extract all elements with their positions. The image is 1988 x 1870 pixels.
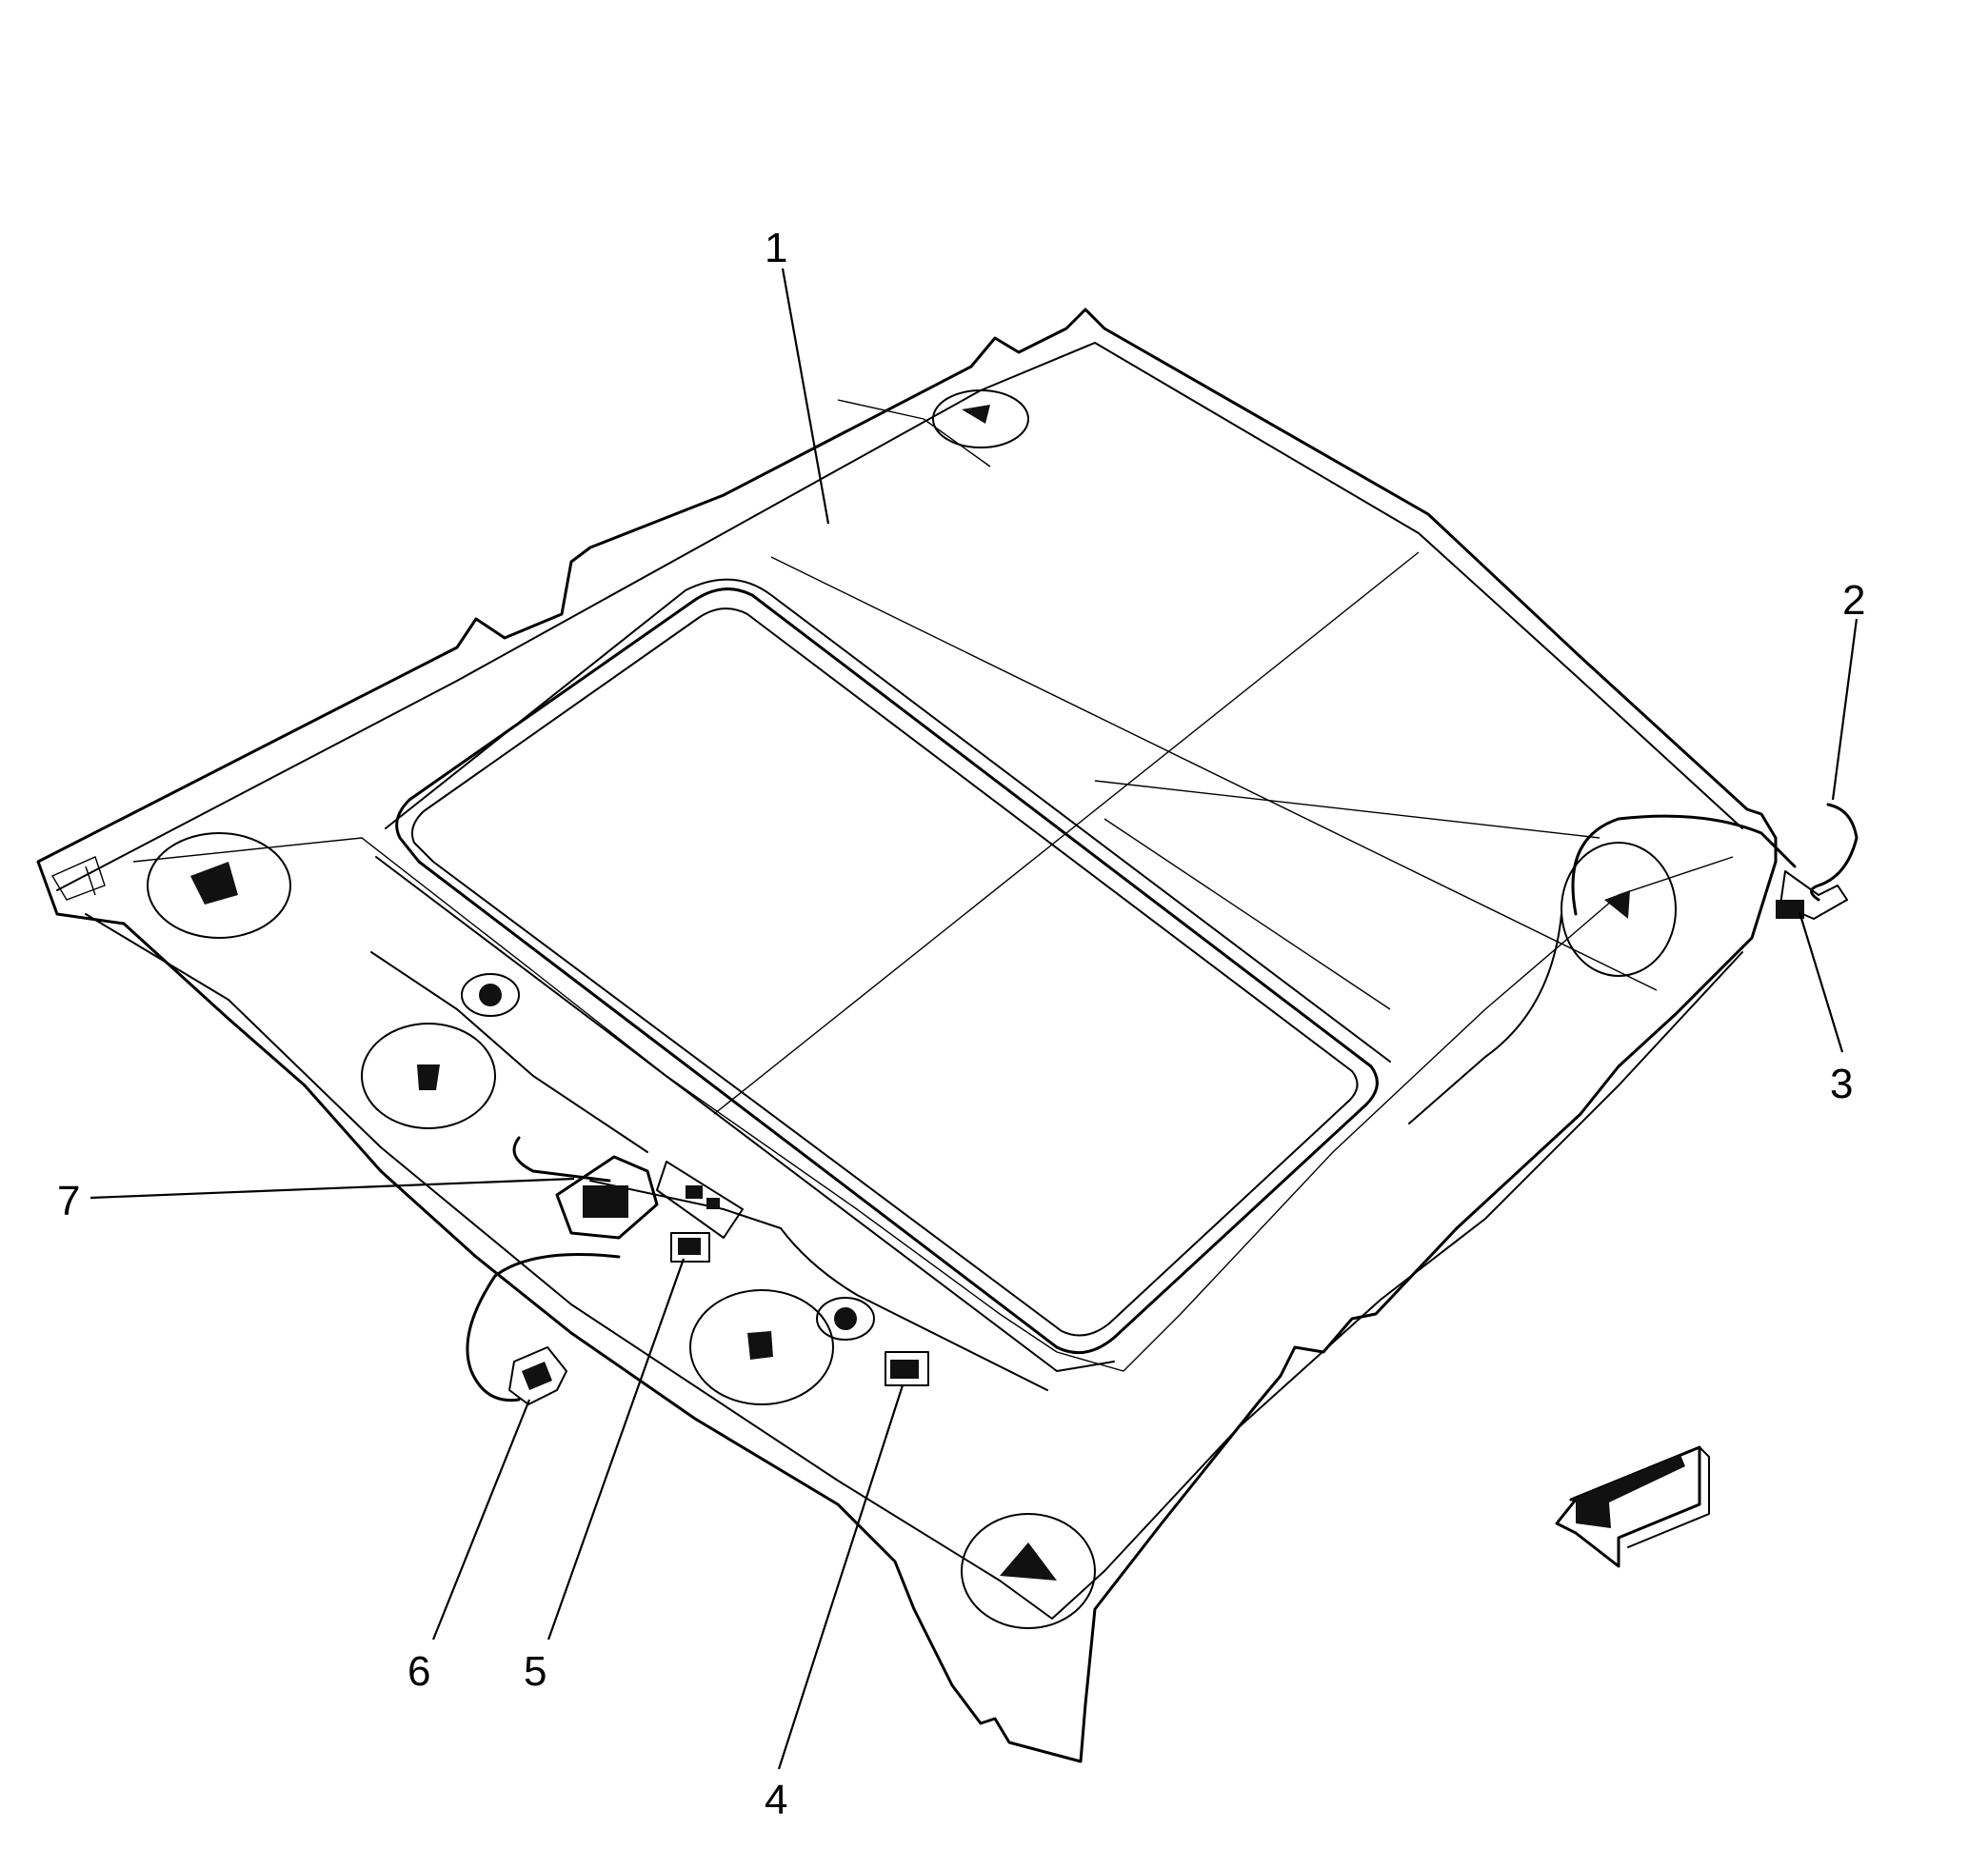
wiring-harness (370, 814, 1797, 1402)
callout-3: 3 (1830, 1061, 1853, 1107)
callout-5: 5 (524, 1648, 547, 1695)
leader-6 (431, 1399, 531, 1641)
mount-left-middle (361, 1023, 496, 1129)
headliner-panel (36, 308, 1778, 1763)
electrical-connector (1776, 803, 1859, 920)
callout-labels: 1 2 3 4 5 6 7 (57, 225, 1865, 1823)
wire-clip (670, 1232, 710, 1263)
panel-reference-lines (713, 399, 1658, 1115)
vehicle-front-arrow-icon (1555, 1445, 1710, 1568)
grab-handle-mounts (147, 389, 1677, 1629)
leader-2 (1831, 618, 1859, 801)
mount-front-visor (961, 1513, 1096, 1629)
leader-3 (1798, 911, 1844, 1053)
leader-5 (547, 1258, 686, 1641)
harness-end-connector (508, 1346, 567, 1405)
mount-rear-left (147, 832, 291, 939)
callout-leaders (89, 268, 1859, 1770)
dome-lamp-mount (461, 973, 875, 1341)
callout-4: 4 (765, 1777, 787, 1823)
harness-retainer (885, 1351, 929, 1386)
callout-6: 6 (408, 1648, 430, 1695)
callout-7: 7 (57, 1178, 80, 1224)
mount-rear-top (932, 389, 1029, 448)
mount-left-front (689, 1289, 834, 1405)
leader-4 (777, 1384, 905, 1770)
callout-2: 2 (1842, 577, 1865, 624)
overhead-console-assembly (555, 1155, 744, 1240)
leader-1 (781, 268, 830, 525)
callout-1: 1 (765, 225, 787, 271)
sunroof-opening (375, 578, 1391, 1372)
leader-7 (89, 1177, 575, 1200)
mount-right-rear (1561, 842, 1677, 977)
